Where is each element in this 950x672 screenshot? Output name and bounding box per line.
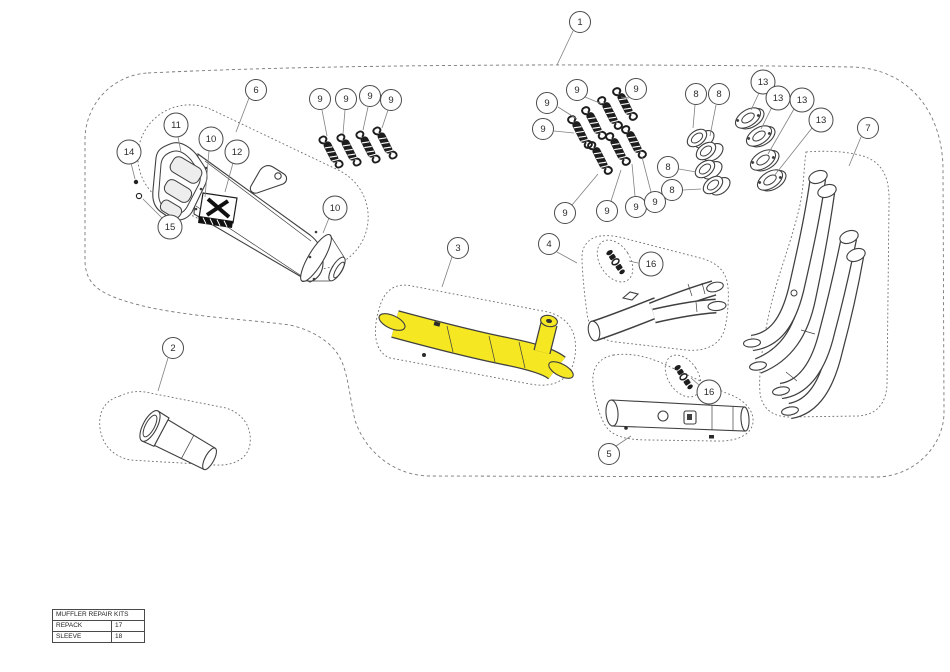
callout-13: 13 [789, 87, 815, 113]
svg-text:10: 10 [206, 134, 217, 145]
svg-text:5: 5 [606, 449, 611, 460]
callout-9: 9 [596, 200, 618, 222]
callout-9: 9 [644, 191, 666, 213]
callout-3: 3 [447, 237, 469, 259]
svg-text:1: 1 [577, 17, 582, 28]
callout-8: 8 [657, 156, 679, 178]
callout-16: 16 [696, 379, 722, 405]
callout-7: 7 [857, 117, 879, 139]
part-15-washer [135, 192, 143, 200]
callout-9: 9 [532, 118, 554, 140]
callout-9: 9 [335, 88, 357, 110]
svg-text:13: 13 [816, 115, 827, 126]
repair-kits-table: MUFFLER REPAIR KITS REPACK 17 SLEEVE 18 [52, 608, 145, 644]
callout-10: 10 [198, 126, 224, 152]
svg-text:8: 8 [716, 89, 721, 100]
svg-text:9: 9 [652, 197, 657, 208]
part-14-plug [133, 179, 139, 185]
svg-text:9: 9 [604, 206, 609, 217]
callout-12: 12 [224, 139, 250, 165]
callout-4: 4 [538, 233, 560, 255]
svg-text:9: 9 [574, 85, 579, 96]
part-collector-link [587, 247, 727, 342]
group-1-outline [84, 64, 945, 478]
flanges [731, 101, 791, 197]
callout-9: 9 [536, 92, 558, 114]
callout-1: 1 [569, 11, 591, 33]
svg-text:8: 8 [693, 89, 698, 100]
callout-9: 9 [380, 89, 402, 111]
callout-13: 13 [750, 69, 776, 95]
leader-lines [130, 30, 862, 447]
svg-text:9: 9 [562, 208, 567, 219]
svg-text:9: 9 [367, 91, 372, 102]
svg-text:9: 9 [388, 95, 393, 106]
callout-10: 10 [322, 195, 348, 221]
svg-text:8: 8 [669, 185, 674, 196]
callout-9: 9 [554, 202, 576, 224]
part-sleeve-pipe [605, 362, 750, 439]
svg-text:2: 2 [170, 343, 175, 354]
part-link-pipe-highlighted [378, 310, 574, 380]
svg-text:9: 9 [633, 202, 638, 213]
svg-text:8: 8 [665, 162, 670, 173]
svg-text:9: 9 [343, 94, 348, 105]
svg-text:10: 10 [330, 203, 341, 214]
part-short-pipe [139, 410, 218, 471]
callout-9: 9 [625, 78, 647, 100]
hardware-oval-4 [596, 239, 634, 283]
svg-text:9: 9 [317, 94, 322, 105]
svg-text:9: 9 [544, 98, 549, 109]
callout-8: 8 [661, 179, 683, 201]
svg-text:13: 13 [773, 93, 784, 104]
callout-11: 11 [163, 112, 189, 138]
group-6-outline [137, 104, 369, 270]
callout-9: 9 [625, 196, 647, 218]
part-muffler [133, 142, 346, 283]
svg-text:13: 13 [758, 77, 769, 88]
callout-6: 6 [245, 79, 267, 101]
callout-2: 2 [162, 337, 184, 359]
repair-kits-title: MUFFLER REPAIR KITS [52, 608, 145, 622]
muffler-bracket [249, 165, 288, 194]
svg-text:7: 7 [865, 123, 870, 134]
svg-text:12: 12 [232, 147, 243, 158]
svg-text:16: 16 [646, 259, 657, 270]
rivets [194, 166, 318, 281]
callout-9: 9 [309, 88, 331, 110]
repair-kit-row-label: SLEEVE [52, 631, 112, 644]
hardware-oval-5 [664, 354, 702, 398]
group-4-outline [581, 235, 729, 351]
svg-text:4: 4 [546, 239, 551, 250]
callout-16: 16 [638, 251, 664, 277]
svg-text:9: 9 [633, 84, 638, 95]
callout-15: 15 [157, 214, 183, 240]
repair-kit-row-value: 18 [111, 631, 145, 644]
group-3-outline [375, 284, 577, 386]
callout-14: 14 [116, 139, 142, 165]
part-header-pipes [742, 169, 866, 420]
svg-text:13: 13 [797, 95, 808, 106]
repair-kit-row-label: REPACK [52, 620, 112, 633]
callout-13: 13 [808, 107, 834, 133]
svg-text:15: 15 [165, 222, 176, 233]
callout-8: 8 [708, 83, 730, 105]
svg-text:3: 3 [455, 243, 460, 254]
brand-logo-patch [198, 192, 238, 228]
callout-13: 13 [765, 85, 791, 111]
callout-8: 8 [685, 83, 707, 105]
group-2-outline [99, 391, 251, 466]
svg-text:11: 11 [171, 120, 181, 131]
svg-text:16: 16 [704, 387, 715, 398]
svg-text:9: 9 [540, 124, 545, 135]
svg-text:14: 14 [124, 147, 135, 158]
group-7-outline [759, 150, 890, 418]
callout-9: 9 [566, 79, 588, 101]
repair-kit-row-value: 17 [111, 620, 145, 633]
callout-9: 9 [359, 85, 381, 107]
callout-5: 5 [598, 443, 620, 465]
svg-text:6: 6 [253, 85, 258, 96]
